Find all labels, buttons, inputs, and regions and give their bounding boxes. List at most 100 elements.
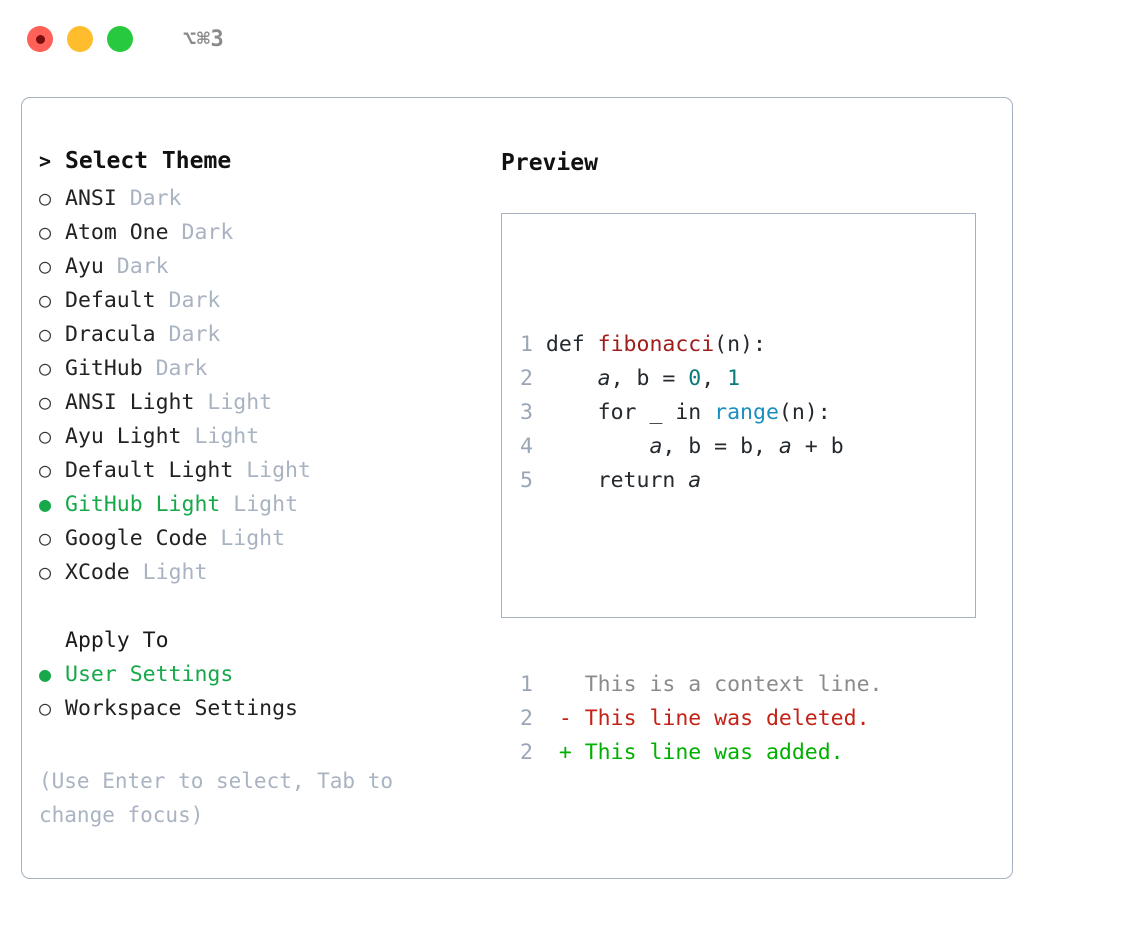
theme-item-variant-badge: Dark <box>116 186 182 211</box>
code-line: 1 def fibonacci(n): <box>520 328 882 362</box>
theme-item-label: GitHub <box>65 356 143 381</box>
code-token: range <box>714 400 779 425</box>
theme-item-variant-badge: Light <box>233 458 311 483</box>
line-number: 3 <box>520 400 546 425</box>
main-panel: > Select Theme ○ANSI Dark○Atom One Dark○… <box>21 97 1013 879</box>
theme-item-variant-badge: Light <box>220 492 299 517</box>
apply-to-header: Apply To <box>39 628 499 662</box>
code-token <box>546 434 650 459</box>
diff-line: 2 + This line was added. <box>520 736 882 770</box>
diff-text: This line was deleted. <box>571 706 870 731</box>
minimize-button[interactable] <box>67 26 93 52</box>
close-button[interactable] <box>27 26 53 52</box>
theme-item-variant-badge: Dark <box>155 322 221 347</box>
theme-item-label: Atom One <box>65 220 169 245</box>
theme-list-item[interactable]: ○Google Code Light <box>39 526 499 560</box>
code-token: , b = <box>610 366 689 391</box>
theme-item-label: Ayu Light <box>65 424 182 449</box>
radio-unselected-icon: ○ <box>39 560 52 584</box>
theme-picker-title: Select Theme <box>65 148 232 174</box>
preview-title: Preview <box>501 150 598 176</box>
code-token: + b <box>791 434 844 459</box>
apply-to-title: Apply To <box>65 628 169 653</box>
radio-unselected-icon: ○ <box>39 288 52 312</box>
code-line: 4 a, b = b, a + b <box>520 430 882 464</box>
radio-unselected-icon: ○ <box>39 220 52 244</box>
theme-item-variant-badge: Dark <box>168 220 234 245</box>
theme-list-item[interactable]: ○GitHub Dark <box>39 356 499 390</box>
preview-column: Preview 1 def fibonacci(n):2 a, b = 0, 1… <box>501 148 1001 765</box>
theme-list-item[interactable]: ○ Default Light Light <box>39 458 499 492</box>
diff-text: This is a context line. <box>571 672 883 697</box>
theme-list-item[interactable]: ○Ayu Light Light <box>39 424 499 458</box>
keyboard-hint: (Use Enter to select, Tab to change focu… <box>39 769 394 827</box>
theme-item-label: ANSI <box>65 186 117 211</box>
traffic-lights <box>27 26 133 52</box>
radio-unselected-icon: ○ <box>39 458 52 482</box>
prompt-caret-icon: > <box>39 149 52 173</box>
theme-list: ○ANSI Dark○Atom One Dark○Ayu Dark○Defaul… <box>39 186 499 594</box>
diff-line: 1 This is a context line. <box>520 668 882 702</box>
theme-item-label: Google Code <box>65 526 208 551</box>
line-number: 2 <box>520 366 546 391</box>
code-token: a <box>778 434 792 459</box>
code-token: def <box>545 332 598 357</box>
window-titlebar: ⌥⌘3 <box>0 0 1140 78</box>
line-number: 4 <box>520 434 546 459</box>
diff-sign <box>559 672 572 697</box>
code-token: (n): <box>778 400 831 425</box>
code-token: a <box>649 434 663 459</box>
theme-list-item[interactable]: ○ Ayu Dark <box>39 254 499 288</box>
theme-item-variant-badge: Dark <box>103 254 169 279</box>
radio-unselected-icon: ○ <box>39 424 52 448</box>
theme-picker-column: > Select Theme ○ANSI Dark○Atom One Dark○… <box>39 148 499 832</box>
code-token: 0 <box>688 366 702 391</box>
diff-sign: - <box>558 706 572 731</box>
radio-unselected-icon: ○ <box>39 390 52 414</box>
code-token: (n): <box>714 332 766 357</box>
code-token: return <box>545 468 689 493</box>
theme-list-item[interactable]: ○Default Dark <box>39 288 499 322</box>
theme-item-variant-badge: Light <box>207 526 286 551</box>
code-token: for _ in <box>545 400 715 425</box>
theme-item-label: ANSI Light <box>65 390 195 415</box>
theme-list-item[interactable]: ○ANSI Light Light <box>39 390 499 424</box>
theme-list-item[interactable]: ○XCode Light <box>39 560 499 594</box>
radio-selected-icon: ● <box>39 492 52 516</box>
zoom-button[interactable] <box>107 26 133 52</box>
apply-to-item[interactable]: ● User Settings <box>39 662 499 696</box>
diff-lines: 1 This is a context line.2 - This line w… <box>520 668 882 770</box>
radio-unselected-icon: ○ <box>39 186 52 210</box>
theme-list-item[interactable]: ○ Dracula Dark <box>39 322 499 356</box>
radio-unselected-icon: ○ <box>39 254 52 278</box>
theme-list-item[interactable]: ○ ANSI Dark <box>39 186 499 220</box>
diff-line-number: 1 <box>520 672 559 697</box>
theme-item-label: Dracula <box>65 322 156 347</box>
diff-sign: + <box>558 740 572 765</box>
theme-picker-header: > Select Theme <box>39 148 499 186</box>
theme-list-item[interactable]: ● GitHub Light Light <box>39 492 499 526</box>
theme-item-label: Default Light <box>65 458 234 483</box>
apply-to-item-label: User Settings <box>65 662 234 687</box>
code-token: a <box>688 468 702 493</box>
apply-to-list: ● User Settings ○ Workspace Settings <box>39 662 499 730</box>
code-blank-line <box>520 566 882 600</box>
theme-item-label: GitHub Light <box>65 492 221 517</box>
theme-item-variant-badge: Light <box>129 560 208 585</box>
theme-item-label: Ayu <box>65 254 104 279</box>
code-token: 1 <box>727 366 741 391</box>
apply-to-item[interactable]: ○ Workspace Settings <box>39 696 499 730</box>
code-token <box>546 366 598 391</box>
diff-line: 2 - This line was deleted. <box>520 702 882 736</box>
radio-unselected-icon: ○ <box>39 696 52 720</box>
radio-unselected-icon: ○ <box>39 322 52 346</box>
code-line: 2 a, b = 0, 1 <box>520 362 882 396</box>
radio-selected-icon: ● <box>39 662 52 686</box>
theme-list-item[interactable]: ○ Atom One Dark <box>39 220 499 254</box>
apply-to-item-label: Workspace Settings <box>65 696 298 721</box>
code-token: , <box>701 366 728 391</box>
